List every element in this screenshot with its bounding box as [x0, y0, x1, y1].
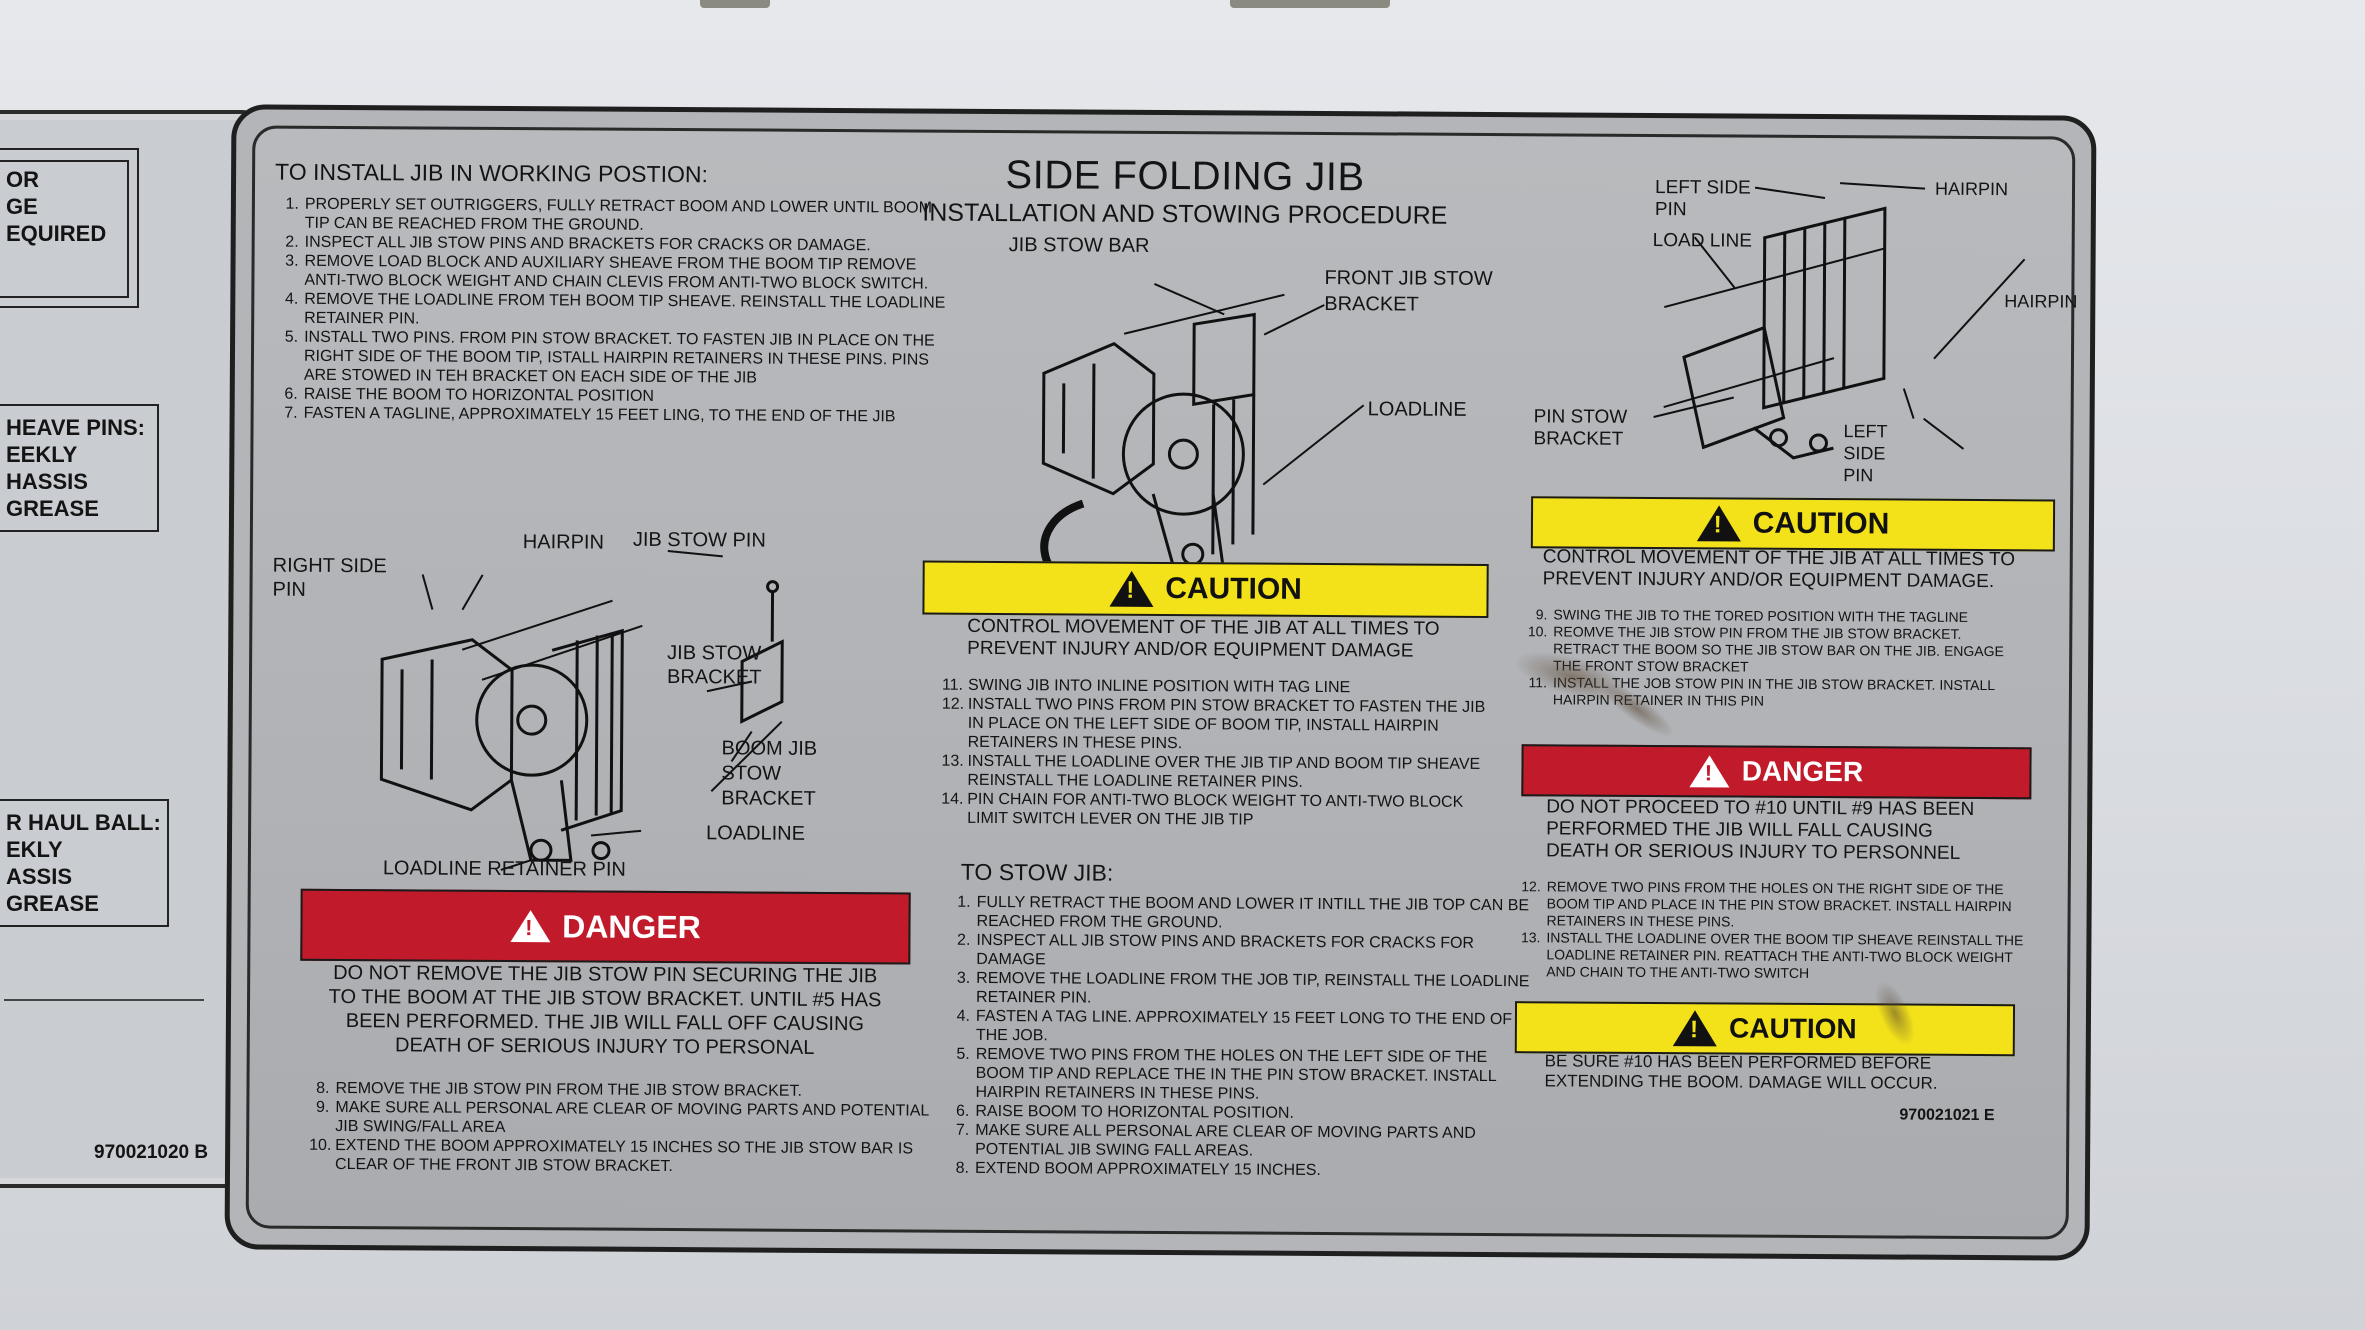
left-label-line: HASSIS GREASE — [6, 469, 99, 521]
steps-11-14: 11.SWING JIB INTO INLINE POSITION WITH T… — [941, 676, 1502, 831]
install-step: 3.REMOVE LOAD BLOCK AND AUXILIARY SHEAVE… — [285, 252, 929, 293]
stow-heading: TO STOW JIB: — [960, 858, 1114, 886]
caution-text-bottom: BE SURE #10 HAS BEEN PERFORMED BEFORE EX… — [1544, 1051, 1938, 1093]
stow-steps: 1.FULLY RETRACT THE BOOM AND LOWER IT IN… — [949, 893, 1541, 1182]
caution-text-right: CONTROL MOVEMENT OF THE JIB AT ALL TIMES… — [1542, 546, 2016, 593]
install-step: 9.MAKE SURE ALL PERSONAL ARE CLEAR OF MO… — [315, 1098, 929, 1137]
stow-step: 7.MAKE SURE ALL PERSONAL ARE CLEAR OF MO… — [955, 1121, 1476, 1160]
stow-step: 5.REMOVE TWO PINS FROM THE HOLES ON THE … — [956, 1045, 1497, 1103]
caution-label: CAUTION — [1729, 1012, 1857, 1045]
stow-step: 1.FULLY RETRACT THE BOOM AND LOWER IT IN… — [957, 893, 1530, 932]
left-label-box-bottom: R HAUL BALL: EKLY ASSIS GREASE — [0, 799, 169, 927]
install-step: 13.INSTALL THE LOADLINE OVER THE JIB TIP… — [941, 752, 1481, 791]
plate-face: SIDE FOLDING JIB INSTALLATION AND STOWIN… — [245, 125, 2078, 1240]
caution-text-center: CONTROL MOVEMENT OF THE JIB AT ALL TIMES… — [967, 615, 1440, 662]
label-jib-stow-pin: JIB STOW PIN — [632, 528, 766, 552]
danger-label: DANGER — [1741, 755, 1864, 788]
label-load-line: LOAD LINE — [1652, 229, 1753, 252]
warning-triangle-icon — [1696, 505, 1741, 542]
install-steps: 1.PROPERLY SET OUTRIGGERS, FULLY RETRACT… — [278, 195, 959, 427]
label-hairpin-side: HAIRPIN — [2004, 291, 2078, 312]
label-jib-stow-bar: JIB STOW BAR — [1008, 234, 1150, 257]
install-step: 14.PIN CHAIN FOR ANTI-TWO BLOCK WEIGHT T… — [941, 790, 1464, 829]
warning-triangle-icon — [1673, 1010, 1718, 1047]
caution-banner-bottom: CAUTION — [1514, 1001, 2016, 1057]
label-pin-stow-bracket: PIN STOW BRACKET — [1533, 406, 1628, 450]
stow-step: 12.REMOVE TWO PINS FROM THE HOLES ON THE… — [1521, 878, 2012, 930]
stow-step: 2.INSPECT ALL JIB STOW PINS AND BRACKETS… — [957, 931, 1475, 969]
left-label-line: GE — [6, 194, 38, 219]
left-label-line: R HAUL BALL: — [6, 810, 161, 835]
label-left-side-pin-bottom: LEFT SIDE PIN — [1843, 421, 1888, 486]
install-heading: TO INSTALL JIB IN WORKING POSTION: — [275, 158, 708, 188]
stow-step: 3.REMOVE THE LOADLINE FROM THE JOB TIP, … — [956, 969, 1530, 1007]
install-step: 10.EXTEND THE BOOM APPROXIMATELY 15 INCH… — [309, 1136, 914, 1176]
label-boom-jib-stow-bracket: BOOM JIB STOW BRACKET — [721, 737, 818, 810]
label-right-side-pin: RIGHT SIDE PIN — [272, 554, 387, 601]
steps-12-13: 12.REMOVE TWO PINS FROM THE HOLES ON THE… — [1520, 878, 2031, 983]
label-jib-stow-bracket: JIB STOW BRACKET — [666, 641, 762, 689]
label-hairpin: HAIRPIN — [522, 531, 605, 554]
side-folding-jib-plate: SIDE FOLDING JIB INSTALLATION AND STOWIN… — [224, 104, 2097, 1261]
left-label-box-top: OR GE EQUIRED — [0, 148, 139, 308]
danger-label: DANGER — [562, 907, 701, 945]
left-label-line: EEKLY — [6, 442, 78, 467]
caution-label: CAUTION — [1752, 506, 1890, 541]
left-label-part-number: 970021020 B — [94, 1142, 209, 1163]
stow-step: 8.EXTEND BOOM APPROXIMATELY 15 INCHES. — [955, 1159, 1321, 1179]
caution-label: CAUTION — [1165, 572, 1303, 606]
left-label-line: OR — [6, 167, 39, 192]
left-label-box-middle: HEAVE PINS: EEKLY HASSIS GREASE — [0, 404, 159, 532]
install-step: 7.FASTEN A TAGLINE, APPROXIMATELY 15 FEE… — [284, 404, 896, 426]
caution-banner-center: CAUTION — [922, 560, 1489, 619]
label-hairpin-top: HAIRPIN — [1934, 178, 2009, 200]
left-label-line: EKLY — [6, 837, 63, 862]
install-step: 1.PROPERLY SET OUTRIGGERS, FULLY RETRACT… — [285, 195, 933, 234]
plate-part-number: 970021021 E — [1899, 1106, 1995, 1125]
left-label-line: EQUIRED — [6, 221, 107, 246]
hinge-left — [700, 0, 770, 8]
boom-tip-left-side-diagram — [1583, 157, 2105, 490]
left-label-line: HEAVE PINS: — [6, 415, 145, 440]
warning-triangle-icon — [1689, 755, 1730, 788]
stow-step: 13.INSTALL THE LOADLINE OVER THE BOOM TI… — [1520, 929, 2024, 981]
boom-tip-right-side-diagram — [361, 529, 883, 892]
danger-banner-left: DANGER — [300, 888, 911, 965]
left-label-divider — [4, 999, 204, 1001]
stow-step: 4.FASTEN A TAG LINE. APPROXIMATELY 15 FE… — [956, 1007, 1513, 1045]
label-front-jib-stow-bracket: FRONT JIB STOW BRACKET — [1324, 266, 1493, 316]
install-step: 5.INSTALL TWO PINS. FROM PIN STOW BRACKE… — [284, 328, 935, 387]
install-step: 12.INSTALL TWO PINS FROM PIN STOW BRACKE… — [941, 695, 1486, 753]
left-partial-label: OR GE EQUIRED HEAVE PINS: EEKLY HASSIS G… — [0, 110, 268, 1188]
label-loadline-left: LOADLINE — [706, 822, 806, 845]
warning-triangle-icon — [510, 910, 551, 943]
label-loadline-retainer-pin: LOADLINE RETAINER PIN — [382, 857, 626, 881]
left-label-line: ASSIS GREASE — [6, 864, 99, 916]
hinge-right — [1230, 0, 1390, 8]
plate-title: SIDE FOLDING JIB — [1005, 153, 1365, 200]
danger-text-right: DO NOT PROCEED TO #10 UNTIL #9 HAS BEEN … — [1545, 796, 1975, 864]
caution-banner-right: CAUTION — [1530, 496, 2056, 552]
danger-banner-right: DANGER — [1521, 744, 2032, 800]
install-step: 4.REMOVE THE LOADLINE FROM TEH BOOM TIP … — [284, 290, 946, 328]
label-loadline-center: LOADLINE — [1367, 398, 1467, 421]
label-left-side-pin-top: LEFT SIDE PIN — [1654, 177, 1751, 221]
warning-triangle-icon — [1109, 570, 1154, 607]
left-label-box-top-inner — [0, 160, 129, 298]
left-label-box-top-text: OR GE EQUIRED — [6, 166, 131, 247]
steps-8-10: 8.REMOVE THE JIB STOW PIN FROM THE JIB S… — [309, 1079, 930, 1178]
danger-text-left: DO NOT REMOVE THE JIB STOW PIN SECURING … — [328, 961, 882, 1059]
